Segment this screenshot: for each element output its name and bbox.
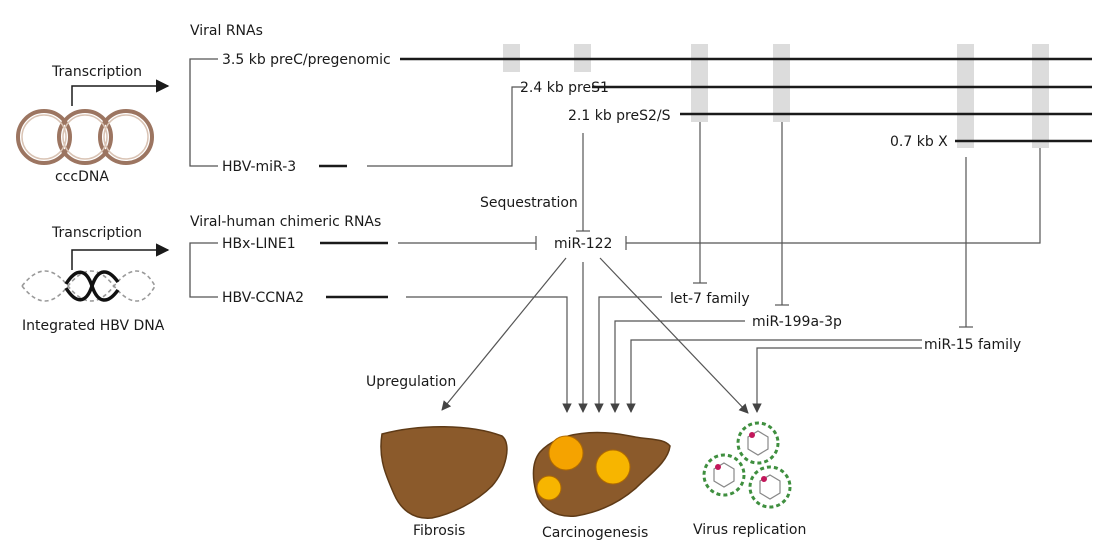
virus-replication-icon bbox=[702, 421, 792, 509]
cccdna-label: cccDNA bbox=[55, 169, 109, 185]
transcription-label-bottom: Transcription bbox=[51, 225, 142, 241]
hbv-mir3-label: HBV-miR-3 bbox=[222, 159, 296, 175]
carcinogenesis-label: Carcinogenesis bbox=[542, 525, 648, 541]
virus-replication-label: Virus replication bbox=[693, 522, 806, 538]
mir199-label: miR-199a-3p bbox=[752, 314, 842, 330]
rna-21kb-label: 2.1 kb preS2/S bbox=[568, 108, 671, 124]
viral-rna-lines bbox=[319, 57, 1092, 299]
sequestration-label: Sequestration bbox=[480, 195, 578, 211]
cccdna-icon bbox=[16, 109, 154, 165]
upregulation-label: Upregulation bbox=[366, 374, 456, 390]
fibrosis-liver-icon bbox=[380, 426, 508, 519]
rna-brackets bbox=[189, 58, 218, 298]
hbx-line1-label: HBx-LINE1 bbox=[222, 236, 296, 252]
regulatory-connectors bbox=[367, 86, 1041, 328]
outcome-arrows bbox=[406, 257, 922, 414]
integrated-dna-label: Integrated HBV DNA bbox=[22, 318, 165, 334]
rna-35kb-label: 3.5 kb preC/pregenomic bbox=[222, 52, 391, 68]
integrated-dna-icon bbox=[21, 270, 156, 302]
viral-rnas-heading: Viral RNAs bbox=[190, 23, 263, 39]
transcription-label-top: Transcription bbox=[51, 64, 142, 80]
hbv-ccna2-label: HBV-CCNA2 bbox=[222, 290, 304, 306]
mir15-label: miR-15 family bbox=[924, 337, 1021, 353]
rna-24kb-label: 2.4 kb preS1 bbox=[520, 80, 609, 96]
let7-label: let-7 family bbox=[670, 291, 750, 307]
rna-shaded-segments bbox=[503, 44, 1049, 148]
transcription-arrows bbox=[71, 79, 170, 270]
carcinogenesis-liver-icon bbox=[532, 431, 671, 517]
rna-07kb-label: 0.7 kb X bbox=[890, 134, 948, 150]
mir122-label: miR-122 bbox=[554, 236, 612, 252]
chimeric-rnas-heading: Viral-human chimeric RNAs bbox=[190, 214, 381, 230]
fibrosis-label: Fibrosis bbox=[413, 523, 465, 539]
